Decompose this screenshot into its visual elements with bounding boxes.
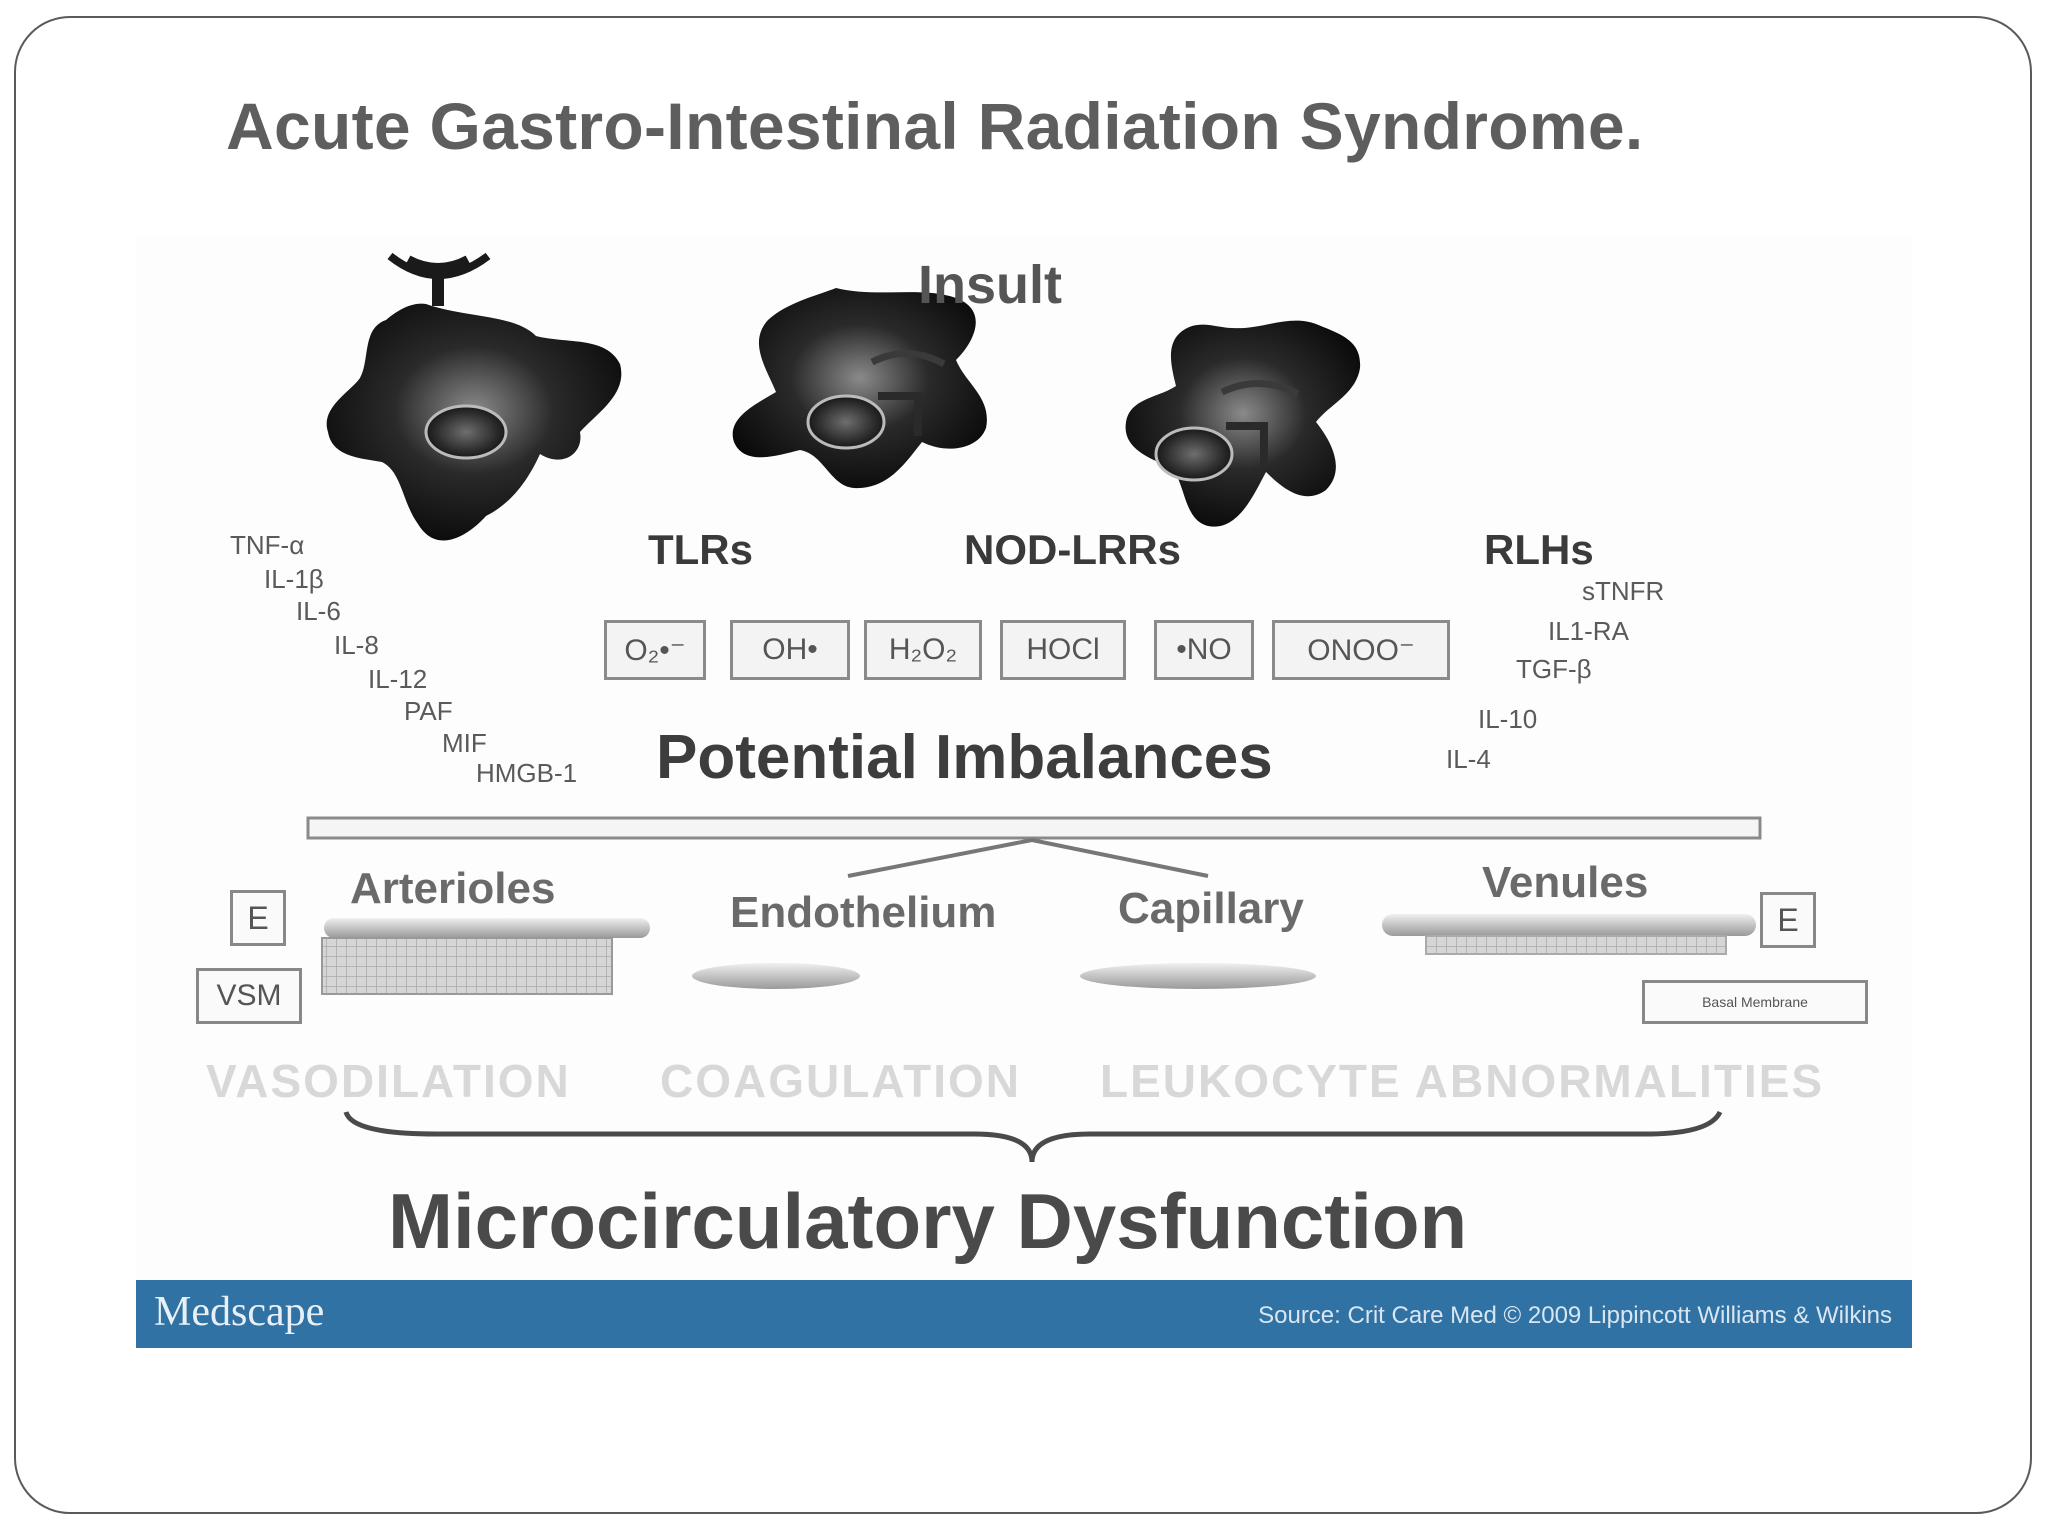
pro-inflammatory-3: IL-8 (334, 630, 379, 660)
arteriole-vessel (321, 918, 650, 995)
vessel-arterioles: Arterioles (350, 864, 556, 913)
receptor-nod-lrrs: NOD-LRRs (964, 526, 1181, 573)
imbalance-bar (306, 816, 1762, 840)
cell-nod-lrrs (732, 288, 987, 489)
insult-label: Insult (918, 255, 1062, 315)
pro-inflammatory-1: IL-1β (264, 564, 324, 594)
cell-rlhs (1125, 320, 1361, 527)
basal-membrane-box: Basal Membrane (1642, 980, 1868, 1024)
imbalance-label: Potential Imbalances (656, 723, 1273, 792)
endothelium-box-left: E (230, 890, 286, 946)
slide-title: Acute Gastro-Intestinal Radiation Syndro… (226, 89, 1644, 163)
ros-hydrogen-peroxide: H₂O₂ (864, 620, 982, 680)
source-credit: Source: Crit Care Med © 2009 Lippincott … (1258, 1302, 1892, 1329)
effect-leukocyte-abnormalities: LEUKOCYTE ABNORMALITIES (1100, 1055, 1825, 1107)
pro-inflammatory-5: PAF (404, 696, 453, 726)
ros-hydroxyl: OH• (730, 620, 850, 680)
pro-inflammatory-7: HMGB-1 (476, 758, 578, 788)
vessel-venules: Venules (1482, 858, 1649, 907)
cell-tlrs (326, 252, 622, 541)
outcome-label: Microcirculatory Dysfunction (388, 1177, 1468, 1265)
ros-hypochlorous: HOCl (1000, 620, 1126, 680)
anti-inflammatory-0: sTNFR (1582, 576, 1665, 606)
pro-inflammatory-0: TNF-α (230, 530, 305, 560)
venule-vessel (1382, 914, 1756, 955)
vessel-endothelium: Endothelium (730, 888, 997, 937)
anti-inflammatory-2: TGF-β (1516, 654, 1592, 684)
figure-footer: Medscape Source: Crit Care Med © 2009 Li… (136, 1280, 1912, 1348)
vsm-box: VSM (196, 968, 302, 1024)
ros-peroxynitrite: ONOO⁻ (1272, 620, 1450, 680)
endothelium-box-right: E (1760, 892, 1816, 948)
pro-inflammatory-6: MIF (442, 728, 487, 758)
receptor-tlrs: TLRs (648, 526, 753, 573)
effect-vasodilation: VASODILATION (206, 1055, 571, 1107)
figure-graphics (306, 252, 1762, 1163)
pro-inflammatory-4: IL-12 (368, 664, 428, 694)
ros-nitric-oxide: •NO (1154, 620, 1254, 680)
pro-inflammatory-2: IL-6 (296, 596, 341, 626)
effect-coagulation: COAGULATION (660, 1055, 1022, 1107)
receptor-rlhs: RLHs (1484, 526, 1594, 573)
pathway-figure: Insult TLRs NOD-LRRs RLHs TNF-α IL-1β IL… (136, 236, 1912, 1348)
brace (343, 1110, 1723, 1163)
imbalance-peak (847, 837, 1209, 878)
anti-inflammatory-3: IL-10 (1478, 704, 1538, 734)
anti-inflammatory-1: IL1-RA (1548, 616, 1629, 646)
medscape-logo: Medscape (154, 1289, 325, 1335)
ros-superoxide: O₂•⁻ (604, 620, 706, 680)
anti-inflammatory-4: IL-4 (1446, 744, 1491, 774)
vessel-capillary: Capillary (1118, 884, 1304, 933)
capillary-left (692, 963, 860, 989)
capillary-right (1080, 963, 1316, 989)
